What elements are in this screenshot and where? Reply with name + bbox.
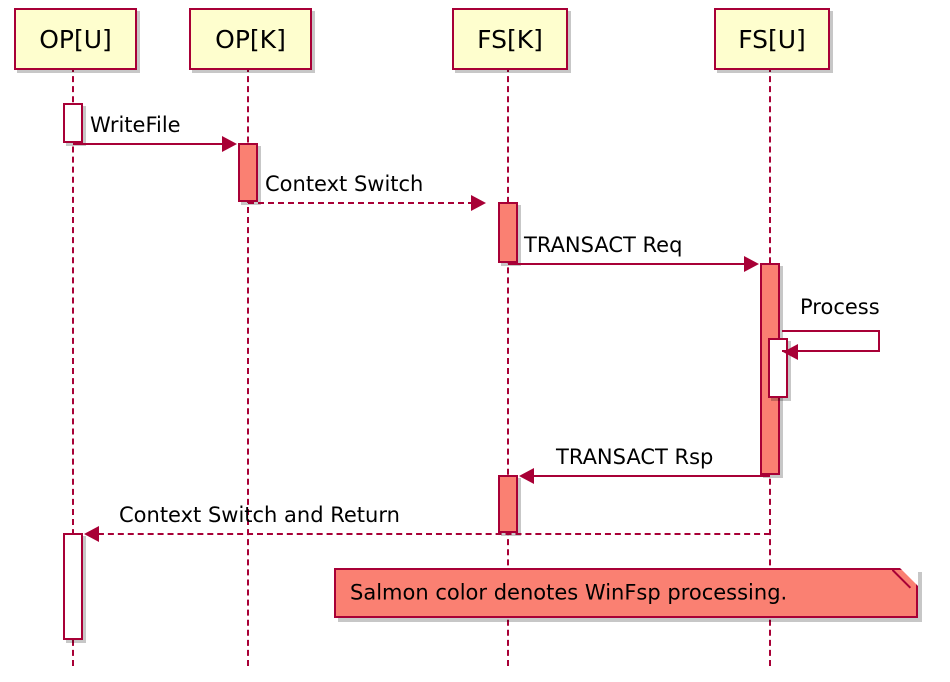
participant-fs-u[interactable]: FS[U]: [714, 8, 830, 70]
legend-note-text: Salmon color denotes WinFsp processing.: [350, 580, 788, 605]
message-label-context-switch-return: Context Switch and Return: [119, 503, 400, 527]
message-line-context-switch-return: [88, 533, 770, 535]
message-label-transact-rsp: TRANSACT Rsp: [556, 445, 714, 469]
message-arrowhead-context-switch: [471, 195, 486, 211]
note-fold-line-icon: [892, 568, 918, 594]
message-line-transact-req: [508, 263, 756, 265]
participant-op-k-label: OP[K]: [215, 24, 286, 54]
lifeline-op-u: [72, 66, 74, 666]
activation-op-k-kernel: [238, 143, 258, 202]
message-line-transact-rsp: [523, 475, 770, 477]
message-line-writefile: [73, 143, 235, 145]
activation-fs-k-response: [498, 475, 518, 533]
activation-op-u-return: [63, 533, 83, 640]
message-selfloop-process: [782, 330, 880, 352]
message-label-process: Process: [800, 295, 880, 319]
message-line-context-switch: [248, 202, 484, 204]
participant-op-u[interactable]: OP[U]: [14, 8, 137, 70]
participant-fs-u-label: FS[U]: [738, 24, 806, 54]
message-label-context-switch: Context Switch: [265, 172, 424, 196]
message-arrowhead-process: [783, 344, 798, 360]
message-arrowhead-context-switch-return: [84, 526, 99, 542]
activation-op-u-write: [63, 103, 83, 143]
lifeline-op-k: [247, 66, 249, 666]
participant-fs-k[interactable]: FS[K]: [452, 8, 568, 70]
message-arrowhead-transact-rsp: [519, 468, 534, 484]
participant-op-k[interactable]: OP[K]: [189, 8, 312, 70]
message-arrowhead-transact-req: [744, 256, 759, 272]
activation-fs-k-request: [498, 202, 518, 263]
message-arrowhead-writefile: [222, 136, 237, 152]
participant-fs-k-label: FS[K]: [477, 24, 543, 54]
message-label-transact-req: TRANSACT Req: [524, 233, 683, 257]
message-label-writefile: WriteFile: [90, 113, 181, 137]
legend-note: Salmon color denotes WinFsp processing.: [334, 568, 918, 618]
lifeline-fs-k: [507, 66, 509, 666]
participant-op-u-label: OP[U]: [39, 24, 112, 54]
